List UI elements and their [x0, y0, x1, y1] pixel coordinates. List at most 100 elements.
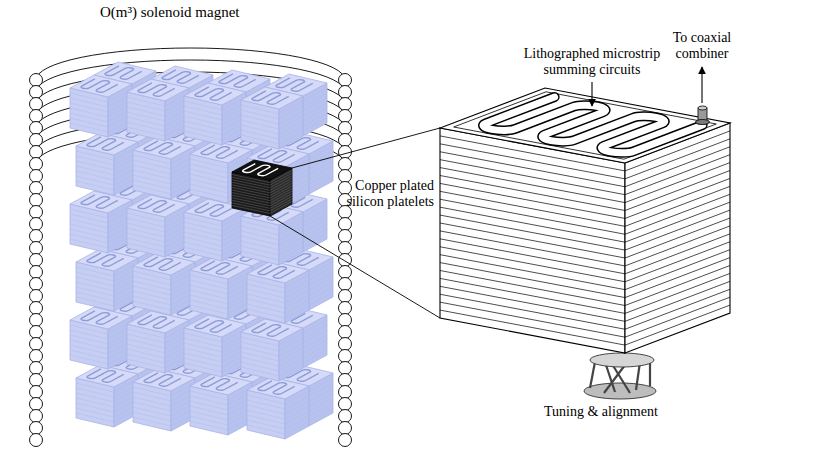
- block-meander: [199, 376, 239, 390]
- platelet-line: [440, 178, 730, 218]
- platelet-stack: [440, 88, 730, 353]
- cavity-block: [127, 195, 189, 257]
- callout-label: Copper plated silicon platelets: [322, 178, 434, 210]
- coil-turn: [30, 230, 43, 243]
- coil-turn: [339, 230, 352, 243]
- block-meander: [79, 78, 119, 92]
- coil-turn: [30, 170, 43, 183]
- cavity-block: [127, 311, 189, 373]
- coil-turn: [339, 74, 352, 87]
- block-top-face: [127, 195, 189, 217]
- platelet-line: [440, 234, 730, 274]
- zoom-line: [270, 216, 440, 318]
- block-meander: [79, 310, 119, 324]
- platelet-line: [440, 218, 730, 258]
- leader-arrow: [701, 67, 702, 103]
- coil-turn: [339, 350, 352, 363]
- platelet-line: [440, 258, 730, 298]
- coil-turn: [339, 338, 352, 351]
- block-meander: [103, 65, 143, 79]
- hexapod-mount: [584, 353, 656, 399]
- platelet-line: [70, 235, 132, 248]
- block-top-face: [241, 319, 303, 341]
- platelet-border: [454, 92, 717, 159]
- coil-turn: [30, 350, 43, 363]
- hexapod-base: [584, 383, 656, 399]
- platelet-line: [232, 201, 292, 213]
- platelet-line: [184, 359, 246, 372]
- block-meander: [274, 77, 314, 91]
- coil-turn: [30, 110, 43, 123]
- coil-turn: [339, 422, 352, 435]
- block-meander: [85, 136, 125, 150]
- cavity-block: [76, 365, 138, 427]
- cavity-block: [133, 253, 195, 315]
- block-meander: [136, 198, 176, 212]
- cavity-block: [76, 133, 138, 195]
- leader-arrow: [591, 82, 592, 106]
- block-meander: [241, 163, 279, 176]
- cavity-block: [184, 315, 246, 377]
- platelet-line: [184, 243, 246, 256]
- block-top-face: [184, 315, 246, 337]
- block-top-face: [184, 83, 246, 105]
- coil-turn: [339, 434, 352, 447]
- coil-turn: [339, 134, 352, 147]
- coil-turn: [30, 314, 43, 327]
- block-meander: [199, 144, 239, 158]
- platelet-line: [190, 301, 252, 314]
- block-meander: [250, 322, 290, 336]
- coil-turn: [339, 302, 352, 315]
- platelet-line: [247, 421, 309, 434]
- block-meander: [142, 372, 182, 386]
- coil-turn: [30, 218, 43, 231]
- platelet-line: [184, 127, 246, 140]
- coil-turn: [339, 326, 352, 339]
- coil-turn: [30, 122, 43, 135]
- platelet-line: [76, 293, 138, 306]
- coil-turn: [339, 110, 352, 123]
- platelet-line: [70, 351, 132, 364]
- coil-turn: [339, 410, 352, 423]
- platelet-line: [76, 409, 138, 422]
- cavity-block: [70, 191, 132, 253]
- coil-turn: [30, 434, 43, 447]
- coil-turn: [339, 362, 352, 375]
- coil-turn: [30, 194, 43, 207]
- selected-block: [232, 160, 292, 216]
- platelet-line: [440, 202, 730, 242]
- block-meander: [256, 264, 296, 278]
- block-top-face: [70, 307, 132, 329]
- coil-turn: [339, 218, 352, 231]
- block-meander: [85, 252, 125, 266]
- callout-label: Tuning & alignment: [544, 404, 658, 420]
- platelet-line: [440, 226, 730, 266]
- platelet-line: [241, 363, 303, 376]
- cavity-block: [184, 83, 246, 145]
- platelet-line: [440, 242, 730, 282]
- coil-turn: [30, 326, 43, 339]
- coil-turn: [30, 242, 43, 255]
- block-top-face: [127, 79, 189, 101]
- solenoid-magnet: [30, 48, 352, 447]
- platelet-line: [241, 247, 303, 260]
- cavity-block: [70, 75, 132, 137]
- cavity-block: [190, 257, 252, 319]
- block-meander: [136, 314, 176, 328]
- block-meander: [85, 368, 125, 382]
- platelet-line: [232, 199, 292, 211]
- callout-label: To coaxial combiner: [661, 30, 743, 62]
- coil-turn: [339, 122, 352, 135]
- cavity-block: [76, 249, 138, 311]
- platelet-line: [440, 266, 730, 306]
- coil-turn: [339, 398, 352, 411]
- platelet-line: [76, 177, 138, 190]
- hexapod-strut: [590, 362, 595, 388]
- platelet-line: [247, 305, 309, 318]
- coil-turn: [339, 86, 352, 99]
- cavity-block: [70, 307, 132, 369]
- block-meander: [193, 202, 233, 216]
- coax-top: [698, 106, 707, 110]
